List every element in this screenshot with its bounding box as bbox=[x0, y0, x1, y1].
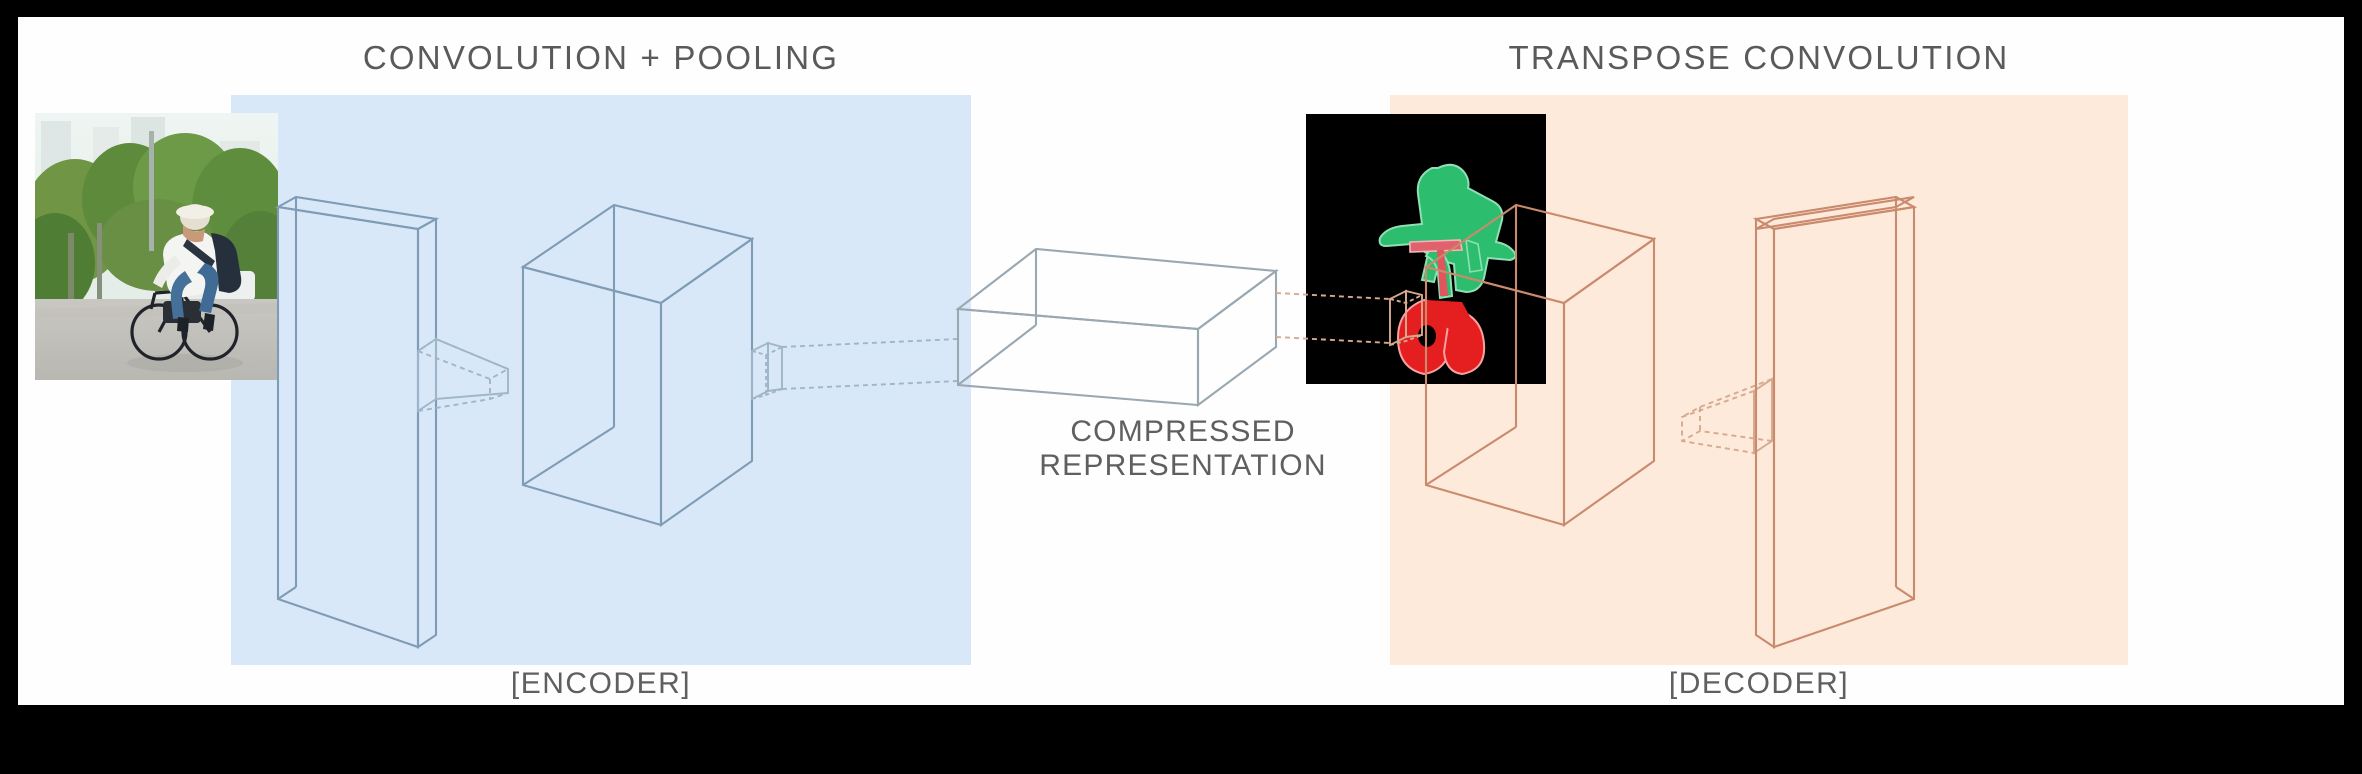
diagram-sheet: CONVOLUTION + POOLING TRANSPOSE CONVOLUT… bbox=[18, 17, 2344, 705]
decoder-section-title: TRANSPOSE CONVOLUTION bbox=[1508, 39, 2010, 76]
bottleneck-label: COMPRESSED REPRESENTATION bbox=[973, 415, 1393, 483]
decoder-stage-label: [DECODER] bbox=[1668, 667, 1850, 700]
encoder-stage-label: [ENCODER] bbox=[510, 667, 692, 700]
segmentation-mask-photo bbox=[1306, 114, 1546, 384]
input-photo bbox=[35, 113, 278, 380]
bottleneck-label-line2: REPRESENTATION bbox=[1039, 449, 1327, 482]
encoder-region-panel bbox=[231, 95, 971, 665]
input-photo-illustration bbox=[35, 113, 278, 380]
bottleneck-label-line1: COMPRESSED bbox=[1070, 415, 1296, 448]
segmentation-mask-illustration bbox=[1306, 114, 1546, 384]
bottleneck-box bbox=[955, 247, 1279, 408]
encoder-section-title: CONVOLUTION + POOLING bbox=[362, 39, 840, 76]
